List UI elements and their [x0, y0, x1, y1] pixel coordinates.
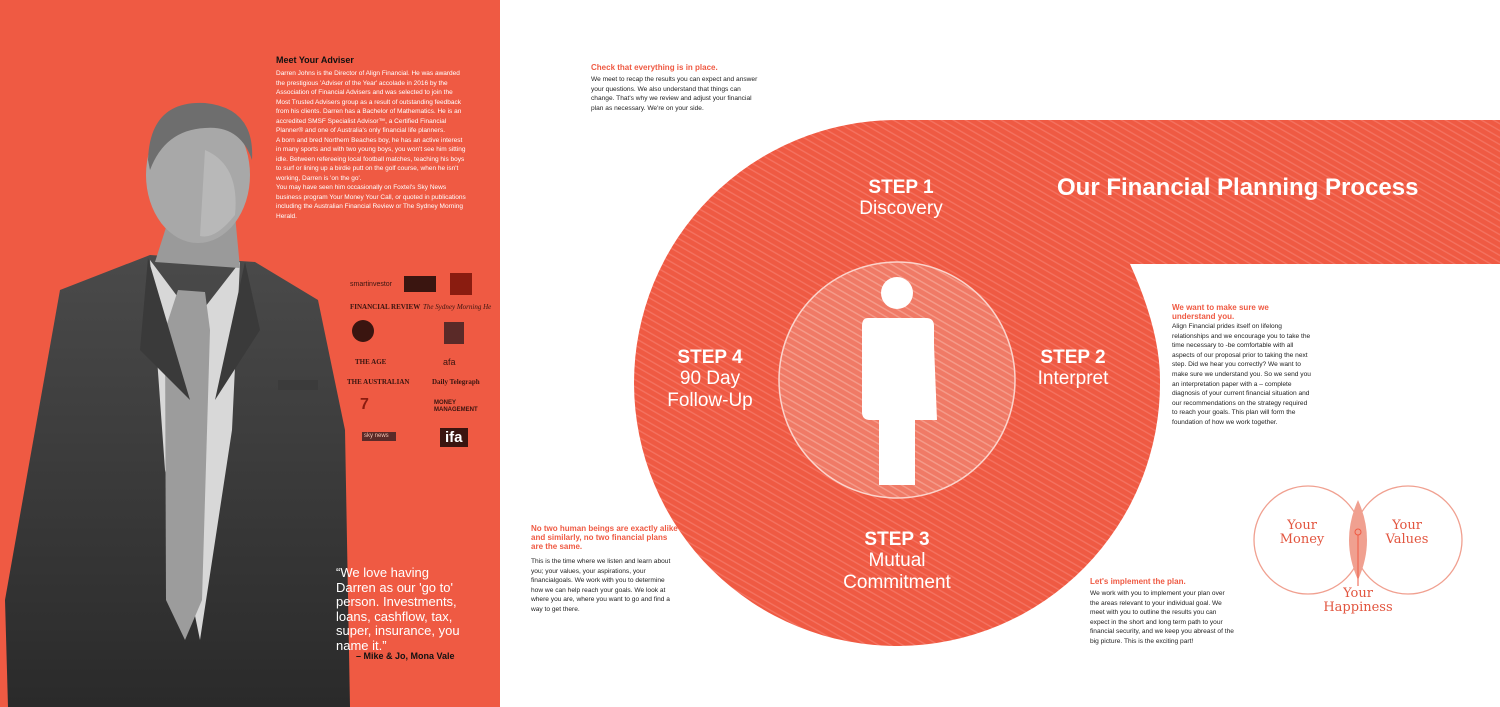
bio-paragraph: Darren Johns is the Director of Align Fi… [276, 70, 462, 134]
logo-daily-telegraph: Daily Telegraph [432, 378, 480, 386]
venn-bottom-label: Your Happiness [1323, 586, 1393, 615]
adviser-photo [5, 102, 350, 707]
logo-ifa: ifa [440, 428, 468, 447]
logo-smsf [444, 322, 464, 344]
step-number: STEP 2 [1040, 347, 1106, 368]
implement-body: We work with you to implement your plan … [1090, 590, 1234, 645]
check-body: We meet to recap the results you can exp… [591, 76, 758, 112]
logo-seven: 7 [360, 396, 369, 413]
logo-smh: The Sydney Morning He [423, 303, 492, 311]
adviser-bio: Darren Johns is the Director of Align Fi… [276, 69, 466, 221]
venn-right-label: Your Values [1385, 518, 1429, 547]
process-circle [634, 120, 1500, 646]
logo-professional [450, 273, 472, 295]
step-name: Interpret [1037, 368, 1109, 389]
logo-nine [404, 276, 436, 292]
step-1: STEP 1 Discovery [826, 178, 976, 220]
step-name: 90 Day Follow-Up [667, 368, 753, 411]
adviser-panel: Meet Your Adviser Darren Johns is the Di… [0, 0, 500, 707]
logo-financial-review: FINANCIAL REVIEW [350, 303, 421, 311]
step-2: STEP 2 Interpret [998, 348, 1148, 390]
person-icon [862, 277, 937, 485]
implement-title: Let's implement the plan. [1090, 577, 1186, 586]
logo-money-management: MONEY MANAGEMENT [434, 400, 478, 413]
step-number: STEP 4 [677, 347, 743, 368]
testimonial-author: – Mike & Jo, Mona Vale [356, 651, 455, 661]
step-name: Mutual Commitment [843, 550, 951, 593]
logo-afa-circle [352, 320, 374, 342]
step-3: STEP 3 Mutual Commitment [822, 530, 972, 594]
testimonial-quote: “We love having Darren as our 'go to' pe… [336, 565, 460, 653]
adviser-heading: Meet Your Adviser [276, 55, 354, 65]
bio-paragraph: You may have seen him occasionally on Fo… [276, 184, 466, 220]
step-4: STEP 4 90 Day Follow-Up [650, 348, 770, 412]
bio-paragraph: A born and bred Northern Beaches boy, he… [276, 136, 466, 182]
no-two-body: This is the time where we listen and lea… [531, 558, 671, 613]
logo-smartinvestor: smartinvestor [350, 281, 393, 288]
check-title: Check that everything is in place. [591, 63, 718, 72]
step-number: STEP 3 [864, 529, 930, 550]
logo-the-age: THE AGE [355, 358, 387, 366]
understand-body: Align Financial prides itself on lifelon… [1172, 323, 1311, 426]
logo-sky-news: sky news [362, 432, 396, 441]
no-two-title: No two human beings are exactly alike an… [531, 524, 678, 551]
understand-title: We want to make sure we understand you. [1172, 303, 1269, 321]
step-name: Discovery [859, 198, 943, 219]
process-title: Our Financial Planning Process [1057, 174, 1419, 201]
logo-afa: afa [443, 357, 456, 367]
step-number: STEP 1 [868, 177, 934, 198]
venn-left-label: Your Money [1279, 518, 1325, 547]
logo-the-australian: THE AUSTRALIAN [347, 378, 410, 386]
